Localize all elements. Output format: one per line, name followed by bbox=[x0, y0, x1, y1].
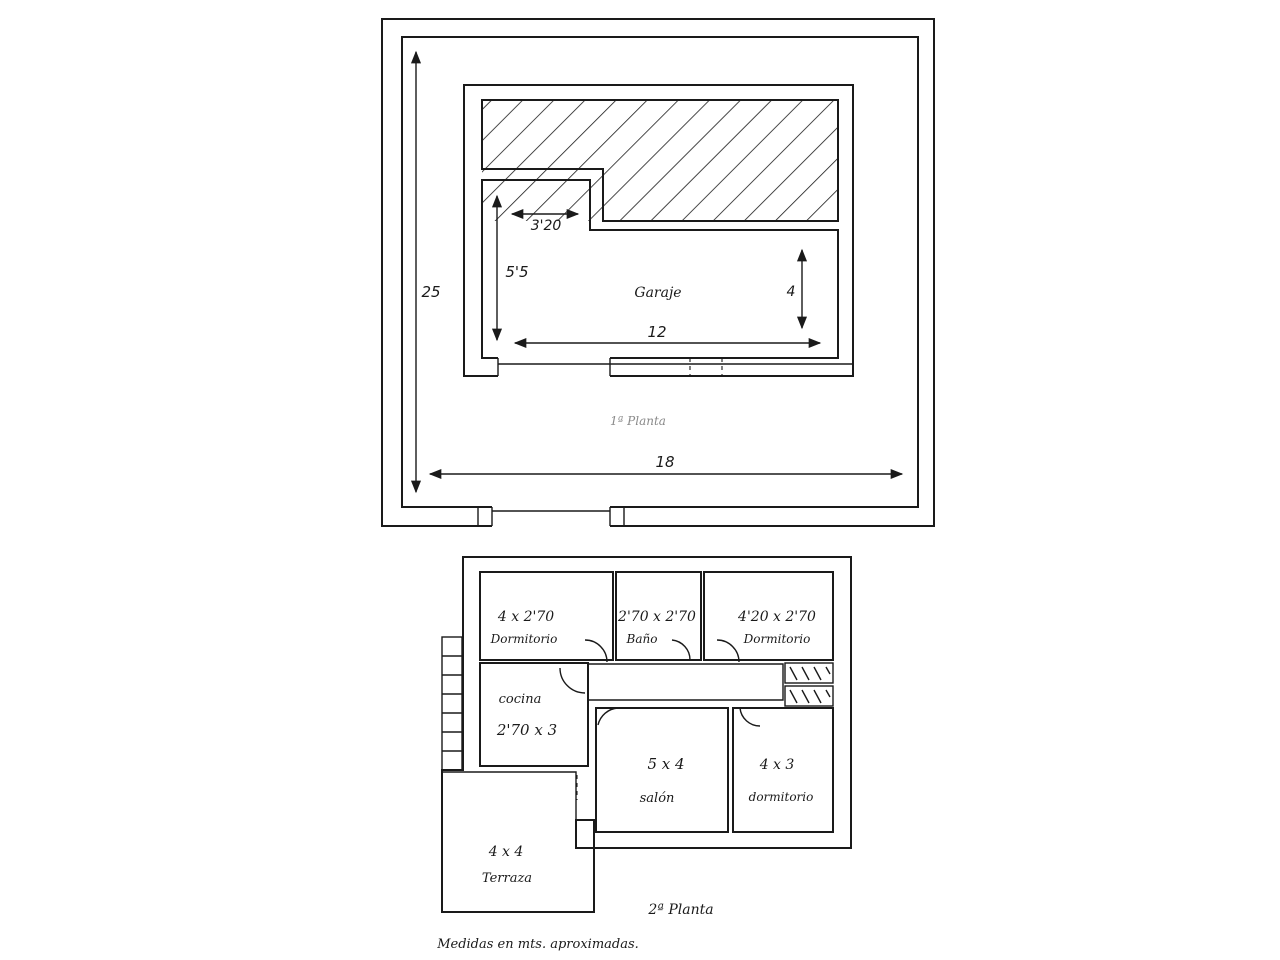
garage-door bbox=[497, 357, 853, 377]
hatched-area bbox=[482, 100, 838, 221]
plot-inner-wall bbox=[401, 36, 919, 508]
room-salon bbox=[595, 707, 729, 833]
garage-inner-wall bbox=[481, 179, 839, 359]
dim-label-right: 4 bbox=[787, 284, 796, 300]
plot-outer-wall bbox=[381, 18, 935, 527]
dim-label-offset: 3'20 bbox=[531, 218, 562, 234]
room-dormitorio-3 bbox=[732, 707, 834, 833]
room-label-garage: Garaje bbox=[634, 285, 681, 301]
room-name-bano: Baño bbox=[626, 632, 658, 646]
house-outer-wall bbox=[463, 84, 854, 377]
hatched-area-outline bbox=[481, 99, 839, 222]
closets bbox=[784, 662, 834, 707]
plan-second-floor: 4 x 2'70 Dormitorio 2'70 x 2'70 Baño 4'2… bbox=[441, 556, 852, 918]
room-terraza bbox=[441, 771, 595, 913]
dim-label-left: 5'5 bbox=[505, 263, 528, 281]
room-size-bano: 2'70 x 2'70 bbox=[617, 609, 696, 625]
footnote: Medidas en mts. aproximadas. bbox=[436, 937, 639, 952]
dim-label-length: 12 bbox=[647, 323, 666, 341]
exterior-stairs bbox=[441, 636, 463, 771]
room-dormitorio-1 bbox=[479, 571, 614, 661]
room-name-terraza: Terraza bbox=[482, 871, 532, 886]
room-size-dormitorio-2: 4'20 x 2'70 bbox=[737, 609, 816, 625]
room-size-dormitorio-1: 4 x 2'70 bbox=[497, 609, 554, 625]
doors bbox=[559, 639, 761, 727]
plan-label-first-floor: 1ª Planta bbox=[610, 414, 666, 428]
room-size-terraza: 4 x 4 bbox=[488, 844, 524, 860]
hall-corridor bbox=[588, 663, 784, 701]
terraza-wall-return bbox=[575, 819, 595, 849]
room-cocina bbox=[479, 662, 589, 767]
room-name-dormitorio-3: dormitorio bbox=[749, 790, 814, 804]
dim-label-width: 18 bbox=[655, 453, 674, 471]
plot-gate bbox=[477, 505, 625, 527]
room-size-dormitorio-3: 4 x 3 bbox=[759, 757, 795, 773]
room-name-cocina: cocina bbox=[499, 692, 542, 707]
plan-first-floor: 25 18 3'20 5'5 4 12 Garaje 1ª Planta bbox=[381, 18, 935, 527]
room-name-dormitorio-1: Dormitorio bbox=[490, 632, 558, 646]
dim-label-height: 25 bbox=[421, 283, 440, 301]
room-name-salon: salón bbox=[640, 791, 675, 806]
room-name-dormitorio-2: Dormitorio bbox=[743, 632, 811, 646]
room-size-cocina: 2'70 x 3 bbox=[496, 721, 557, 739]
room-dormitorio-2 bbox=[703, 571, 834, 661]
windows bbox=[462, 556, 852, 849]
room-bano bbox=[615, 571, 702, 661]
room-size-salon: 5 x 4 bbox=[647, 755, 684, 773]
plan-label-second-floor: 2ª Planta bbox=[647, 902, 713, 918]
